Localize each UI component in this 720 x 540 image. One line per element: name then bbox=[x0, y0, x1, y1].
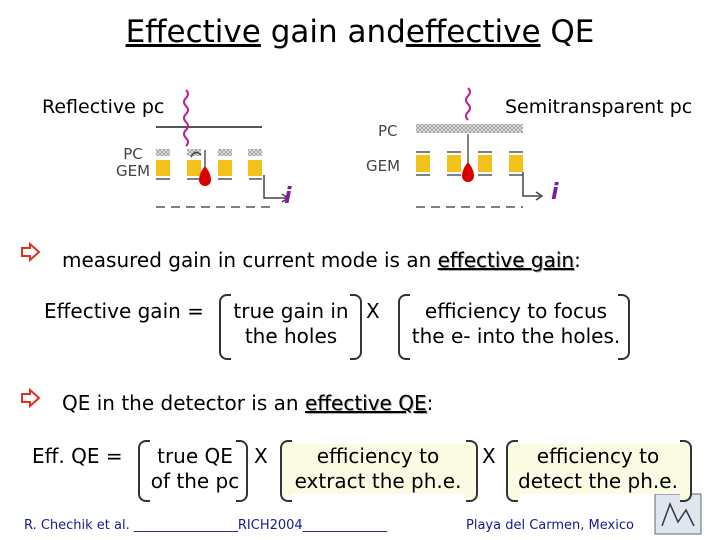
bullet1-text: measured gain in current mode is an bbox=[62, 248, 438, 272]
title-effective-2: effective bbox=[405, 14, 541, 50]
bracket-right bbox=[466, 440, 478, 502]
title-effective-1: Effective bbox=[125, 14, 261, 50]
right-avalanche-icon bbox=[462, 162, 474, 182]
left-gem-foil bbox=[156, 160, 262, 180]
footer-authors: R. Chechik et al. ________________RICH20… bbox=[24, 518, 388, 533]
pc-gem-left-label: PC GEM bbox=[116, 146, 150, 180]
pc-right-label: PC bbox=[378, 122, 398, 140]
qe-term3-line1: efficiency to bbox=[536, 444, 660, 468]
gain-term2-line2: the e- into the holes. bbox=[411, 324, 621, 348]
semitransparent-pc-label: Semitransparent pc bbox=[505, 96, 693, 118]
gain-term-true-gain: true gain in the holes bbox=[226, 299, 356, 349]
bracket-left bbox=[506, 440, 518, 502]
footer-location: Playa del Carmen, Mexico bbox=[466, 518, 634, 533]
gain-equation-lhs: Effective gain = bbox=[44, 299, 204, 323]
reflective-pc-label: Reflective pc bbox=[42, 96, 165, 118]
qe-term2-line1: efficiency to bbox=[316, 444, 440, 468]
qe-equation-lhs: Eff. QE = bbox=[32, 444, 123, 468]
bullet1-end: : bbox=[574, 248, 581, 272]
bracket-right bbox=[680, 440, 692, 502]
bracket-right bbox=[618, 294, 630, 360]
bracket-left bbox=[219, 294, 231, 360]
current-symbol-right: i bbox=[551, 180, 559, 205]
left-current-wire bbox=[263, 175, 286, 199]
bracket-left bbox=[280, 440, 292, 502]
bracket-right bbox=[236, 440, 248, 502]
right-pc-window bbox=[416, 124, 523, 133]
qe-term3-line2: detect the ph.e. bbox=[518, 469, 678, 493]
bullet-qe: QE in the detector is an effective QE: bbox=[62, 391, 433, 415]
qe-term-extract-efficiency: efficiency to extract the ph.e. bbox=[290, 444, 466, 494]
qe-operator-x1: X bbox=[254, 444, 268, 468]
left-photon-icon bbox=[183, 89, 189, 147]
pc-left-label: PC bbox=[123, 145, 143, 163]
title-qe: QE bbox=[540, 14, 595, 50]
bracket-left bbox=[138, 440, 150, 502]
gain-term2-line1: efficiency to focus bbox=[424, 299, 608, 323]
gain-term1-line1: true gain in bbox=[233, 299, 349, 323]
page-title: Effective gain andeffective QE bbox=[0, 14, 720, 50]
gem-left-label: GEM bbox=[116, 162, 151, 180]
right-gem-foil bbox=[416, 151, 523, 176]
gain-term1-line2: the holes bbox=[244, 324, 338, 348]
bracket-right bbox=[350, 294, 362, 360]
bracket-left bbox=[398, 294, 410, 360]
bullet-arrow-icon bbox=[21, 387, 41, 409]
right-current-wire bbox=[522, 172, 540, 197]
qe-operator-x2: X bbox=[482, 444, 496, 468]
left-avalanche-icon bbox=[199, 166, 211, 186]
bullet-measured-gain: measured gain in current mode is an effe… bbox=[62, 248, 581, 272]
right-photon-icon bbox=[465, 87, 471, 121]
gain-term-focus-efficiency: efficiency to focus the e- into the hole… bbox=[408, 299, 624, 349]
bullet2-emphasis: effective QE bbox=[304, 391, 427, 415]
gain-operator-x: X bbox=[366, 299, 380, 323]
left-pc-coating bbox=[156, 149, 262, 156]
qe-term1-line1: true QE bbox=[157, 444, 233, 468]
qe-term-true-qe: true QE of the pc bbox=[144, 444, 246, 494]
title-gain-and: gain and bbox=[260, 14, 406, 50]
gem-right-label: GEM bbox=[366, 157, 401, 175]
current-symbol-left: i bbox=[284, 184, 292, 209]
bullet1-emphasis: effective gain bbox=[437, 248, 575, 272]
bullet-arrow-icon bbox=[21, 241, 41, 263]
bullet2-text: QE in the detector is an bbox=[62, 391, 305, 415]
qe-term1-line2: of the pc bbox=[150, 469, 240, 493]
left-electron-path bbox=[190, 151, 202, 158]
qe-term-detect-efficiency: efficiency to detect the ph.e. bbox=[516, 444, 680, 494]
qe-term2-line2: extract the ph.e. bbox=[294, 469, 462, 493]
bullet2-end: : bbox=[426, 391, 434, 415]
institute-logo bbox=[654, 493, 702, 535]
